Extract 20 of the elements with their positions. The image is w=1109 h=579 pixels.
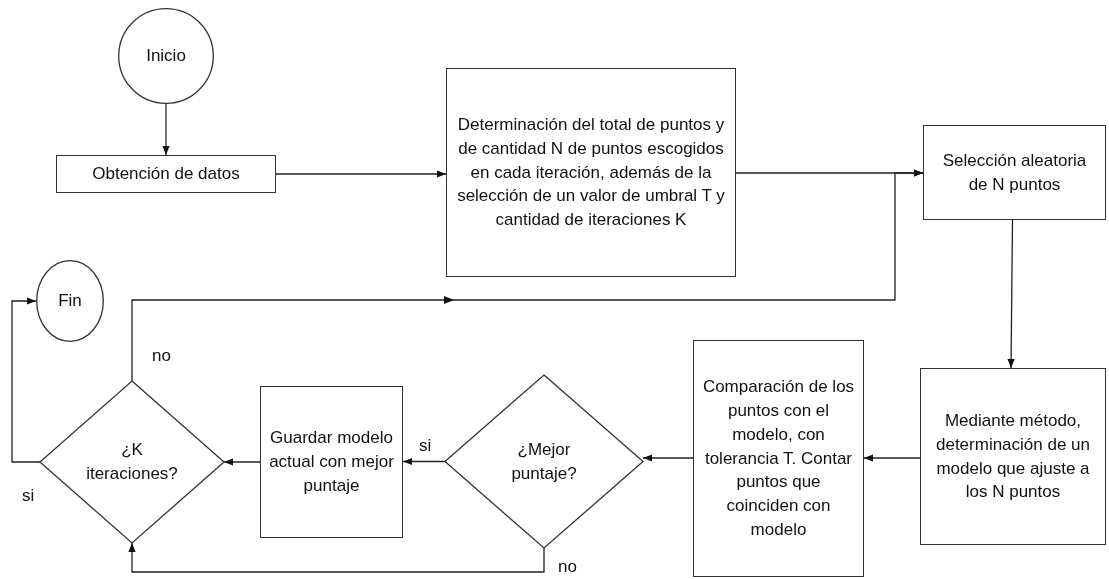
node-text: ¿K iteraciones? (85, 439, 179, 485)
process-box (693, 340, 864, 577)
node-text: ¿Mejor puntaje? (510, 438, 578, 485)
start-circle (118, 8, 214, 104)
end-circle (36, 260, 104, 342)
process-box (260, 386, 403, 538)
decision-diamond (40, 381, 224, 543)
decision-diamond (445, 375, 643, 548)
process-box (920, 368, 1106, 545)
node-text: Inicio (146, 45, 186, 68)
node-text: Selección aleatoria de N puntos (941, 149, 1088, 196)
node-text: Obtención de datos (92, 163, 240, 186)
node-text: Comparación de los puntos con el modelo, con tolerancia T. Contar puntos que coinciden con modelo (701, 376, 856, 541)
process-box (446, 68, 736, 277)
process-box (56, 155, 276, 193)
node-text: Determinación del total de puntos y de cantidad N de puntos escogidos en cada iteración, además de la selección de un valor de umbral T y cantidad de iteraciones K (457, 114, 725, 232)
node-text: Guardar modelo actual con mejor puntaje (268, 427, 395, 497)
node-text: Fin (58, 290, 82, 313)
process-box (923, 125, 1106, 220)
node-text: Mediante método, determinación de un modelo que ajuste a los N puntos (934, 409, 1091, 504)
